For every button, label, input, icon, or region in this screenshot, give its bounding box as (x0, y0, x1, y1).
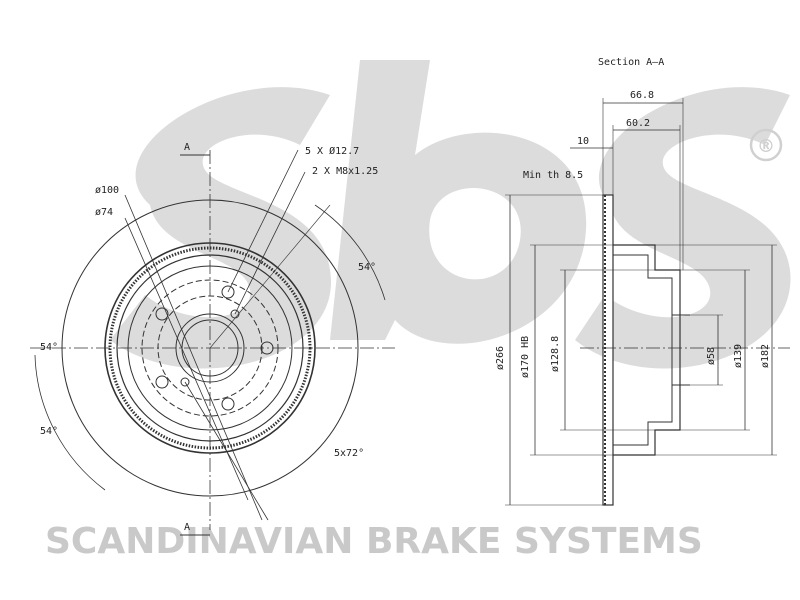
bolt-holes-label: 5 X Ø12.7 (305, 145, 359, 157)
bolt-hole-1 (221, 285, 235, 299)
front-view (30, 149, 395, 536)
dim-170-label: ø170 HB (520, 336, 531, 378)
leader-threaded-holes (234, 171, 306, 315)
disc-friction-ring (602, 194, 614, 506)
tagline-watermark: SCANDINAVIAN BRAKE SYSTEMS (45, 521, 703, 562)
sbs-logo-watermark (110, 60, 791, 369)
threaded-holes-label: 2 X M8x1.25 (312, 166, 378, 177)
min-thickness-label: Min th 8.5 (523, 170, 583, 181)
registered-mark: ® (757, 136, 775, 157)
angle-arc-right (314, 204, 386, 301)
dia-100-label: ø100 (95, 185, 119, 196)
dim-66-8-label: 66.8 (630, 90, 654, 101)
hat-profile (613, 244, 681, 456)
hat-inner-profile (613, 254, 673, 446)
angle-left-mid-label: 54° (40, 342, 58, 353)
angle-right-label: 54° (358, 262, 376, 273)
threaded-hole-2 (180, 377, 190, 387)
section-marker-top: A (184, 142, 190, 153)
dim-182-label: ø182 (760, 344, 771, 368)
section-marker-bottom: A (184, 522, 190, 533)
angle-ray-right (209, 204, 331, 349)
section-view (505, 98, 790, 506)
dim-58-label: ø58 (706, 347, 717, 365)
dim-10-label: 10 (577, 136, 589, 147)
angle-left-low-label: 54° (40, 426, 58, 437)
dim-266-label: ø266 (495, 346, 506, 370)
leader-dia-100 (124, 194, 263, 521)
dim-139-label: ø139 (733, 344, 744, 368)
dia-74-label: ø74 (95, 207, 113, 218)
section-title: Section A–A (598, 57, 664, 68)
registered-circle (749, 128, 783, 162)
leader-5x72 (184, 381, 269, 521)
dim-60-2-label: 60.2 (626, 118, 650, 129)
angle-arc-left (34, 354, 106, 491)
leader-bolt-holes (227, 149, 299, 293)
bolt-hole-5 (155, 307, 169, 321)
dim-128-label: ø128.8 (550, 336, 561, 372)
bolt-hole-3 (221, 397, 235, 411)
bolt-pattern-label: 5x72° (334, 448, 364, 459)
bolt-hole-4 (155, 375, 169, 389)
